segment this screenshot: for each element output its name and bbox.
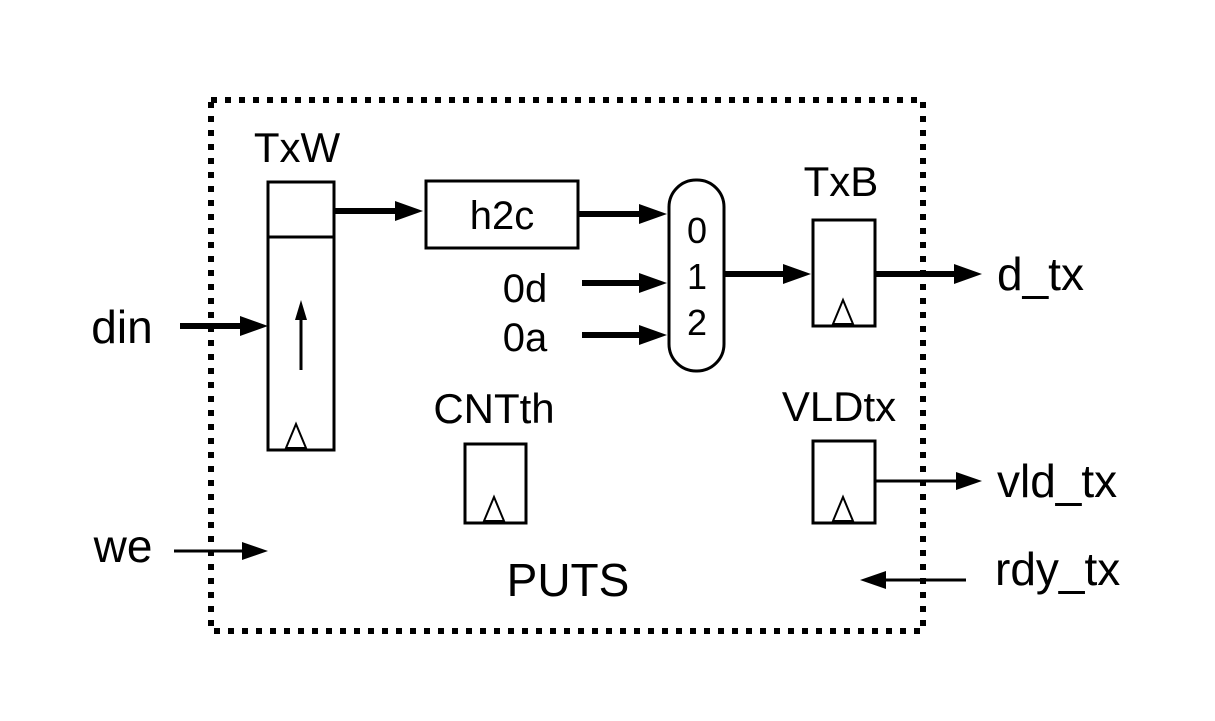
- mux-input-2: 2: [687, 302, 707, 343]
- cntth-register: [463, 442, 528, 525]
- d-tx-label: d_tx: [997, 248, 1084, 300]
- vldtx-label: VLDtx: [782, 383, 896, 430]
- constant-0a: 0a: [503, 316, 548, 360]
- vldtx-register: [811, 439, 877, 525]
- mux-input-0: 0: [687, 210, 707, 251]
- txb-label: TxB: [804, 158, 879, 205]
- txb-register: [811, 218, 877, 328]
- cntth-label: CNTth: [433, 385, 554, 432]
- txw-label: TxW: [254, 124, 341, 171]
- clock-triangle-icon: [831, 494, 855, 522]
- vld-tx-label: vld_tx: [997, 455, 1117, 507]
- module-name: PUTS: [507, 554, 630, 606]
- clock-triangle-icon: [284, 421, 308, 449]
- module-boundary: [208, 97, 926, 634]
- h2c-label: h2c: [470, 194, 535, 238]
- clock-triangle-icon: [482, 494, 506, 522]
- clock-triangle-icon: [831, 297, 855, 325]
- we-label: we: [93, 520, 153, 572]
- txw-register: [266, 180, 336, 452]
- constant-0d: 0d: [503, 267, 548, 311]
- signal-arrows: [174, 201, 982, 589]
- mux-input-1: 1: [687, 256, 707, 297]
- din-label: din: [91, 301, 152, 353]
- rdy-tx-label: rdy_tx: [995, 543, 1120, 595]
